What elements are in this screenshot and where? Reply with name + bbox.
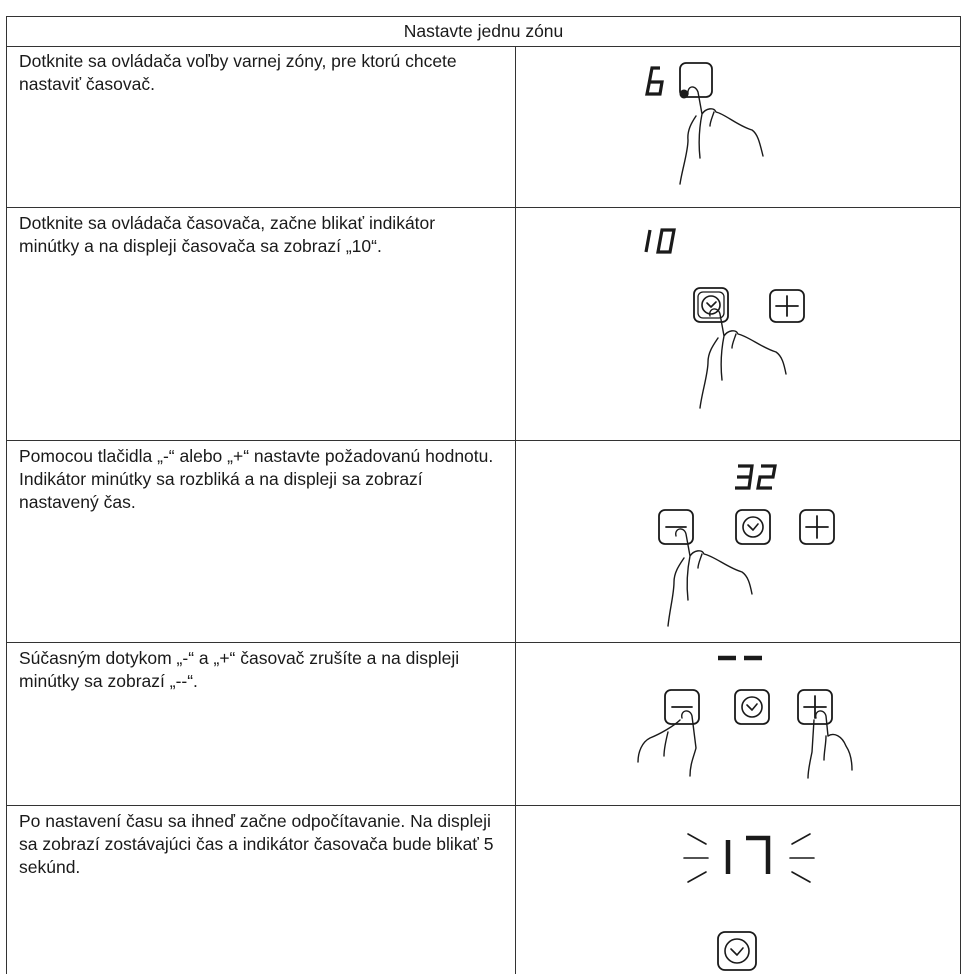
hand-pointer-right-icon [807,710,853,779]
timer-button-icon[interactable] [717,931,757,971]
row-divider-2 [6,440,961,442]
table-border-left [6,16,8,974]
timer-clock-icon [724,938,750,964]
timer-clock-icon [742,516,764,538]
hand-pointer-icon [679,86,764,185]
instruction-table: Nastavte jednu zónu Dotknite sa ovládača… [6,16,961,974]
table-header: Nastavte jednu zónu [403,21,564,41]
timer-button-icon[interactable] [735,509,771,545]
zone-indicator-dot-icon [679,89,689,99]
display-32-digits [735,464,777,490]
row-divider-3 [6,642,961,644]
step-3-text: Pomocou tlačidla „-“ alebo „+“ nastavte … [19,446,494,512]
step-1-illustration [645,62,764,185]
display-17-digits [725,835,771,874]
blink-rays-icon [683,833,815,883]
table-border-right [959,16,961,974]
minus-button-icon[interactable] [658,509,694,545]
step-2-illustration [644,228,805,409]
hand-pointer-left-icon [637,710,697,777]
timer-button-icon[interactable] [693,287,729,323]
table-border-top [6,16,961,18]
step-3-illustration [658,464,835,627]
step-1-text: Dotknite sa ovládača voľby varnej zóny, … [19,51,457,94]
display-10-digits [644,228,676,254]
hand-pointer-icon [699,308,787,409]
minus-button-icon[interactable] [664,689,700,725]
timer-clock-icon [741,696,763,718]
table-header-divider [6,46,961,48]
zone-select-button-icon [679,62,713,98]
plus-button-icon[interactable] [769,289,805,323]
step-4-illustration [637,655,853,779]
column-divider [515,46,517,974]
display-6-digit [645,66,664,96]
timer-button-icon[interactable] [734,689,770,725]
timer-clock-icon [701,295,721,315]
step-2-text: Dotknite sa ovládača časovača, začne bli… [19,213,436,256]
step-5-illustration [683,833,815,971]
step-4-text: Súčasným dotykom „-“ a „+“ časovač zruší… [19,648,460,691]
hand-pointer-icon [667,528,753,627]
row-divider-4 [6,805,961,807]
step-5-text: Po nastavení času sa ihneď začne odpočít… [19,811,494,877]
row-divider-1 [6,207,961,209]
plus-button-icon[interactable] [799,509,835,545]
plus-button-icon[interactable] [797,689,833,725]
